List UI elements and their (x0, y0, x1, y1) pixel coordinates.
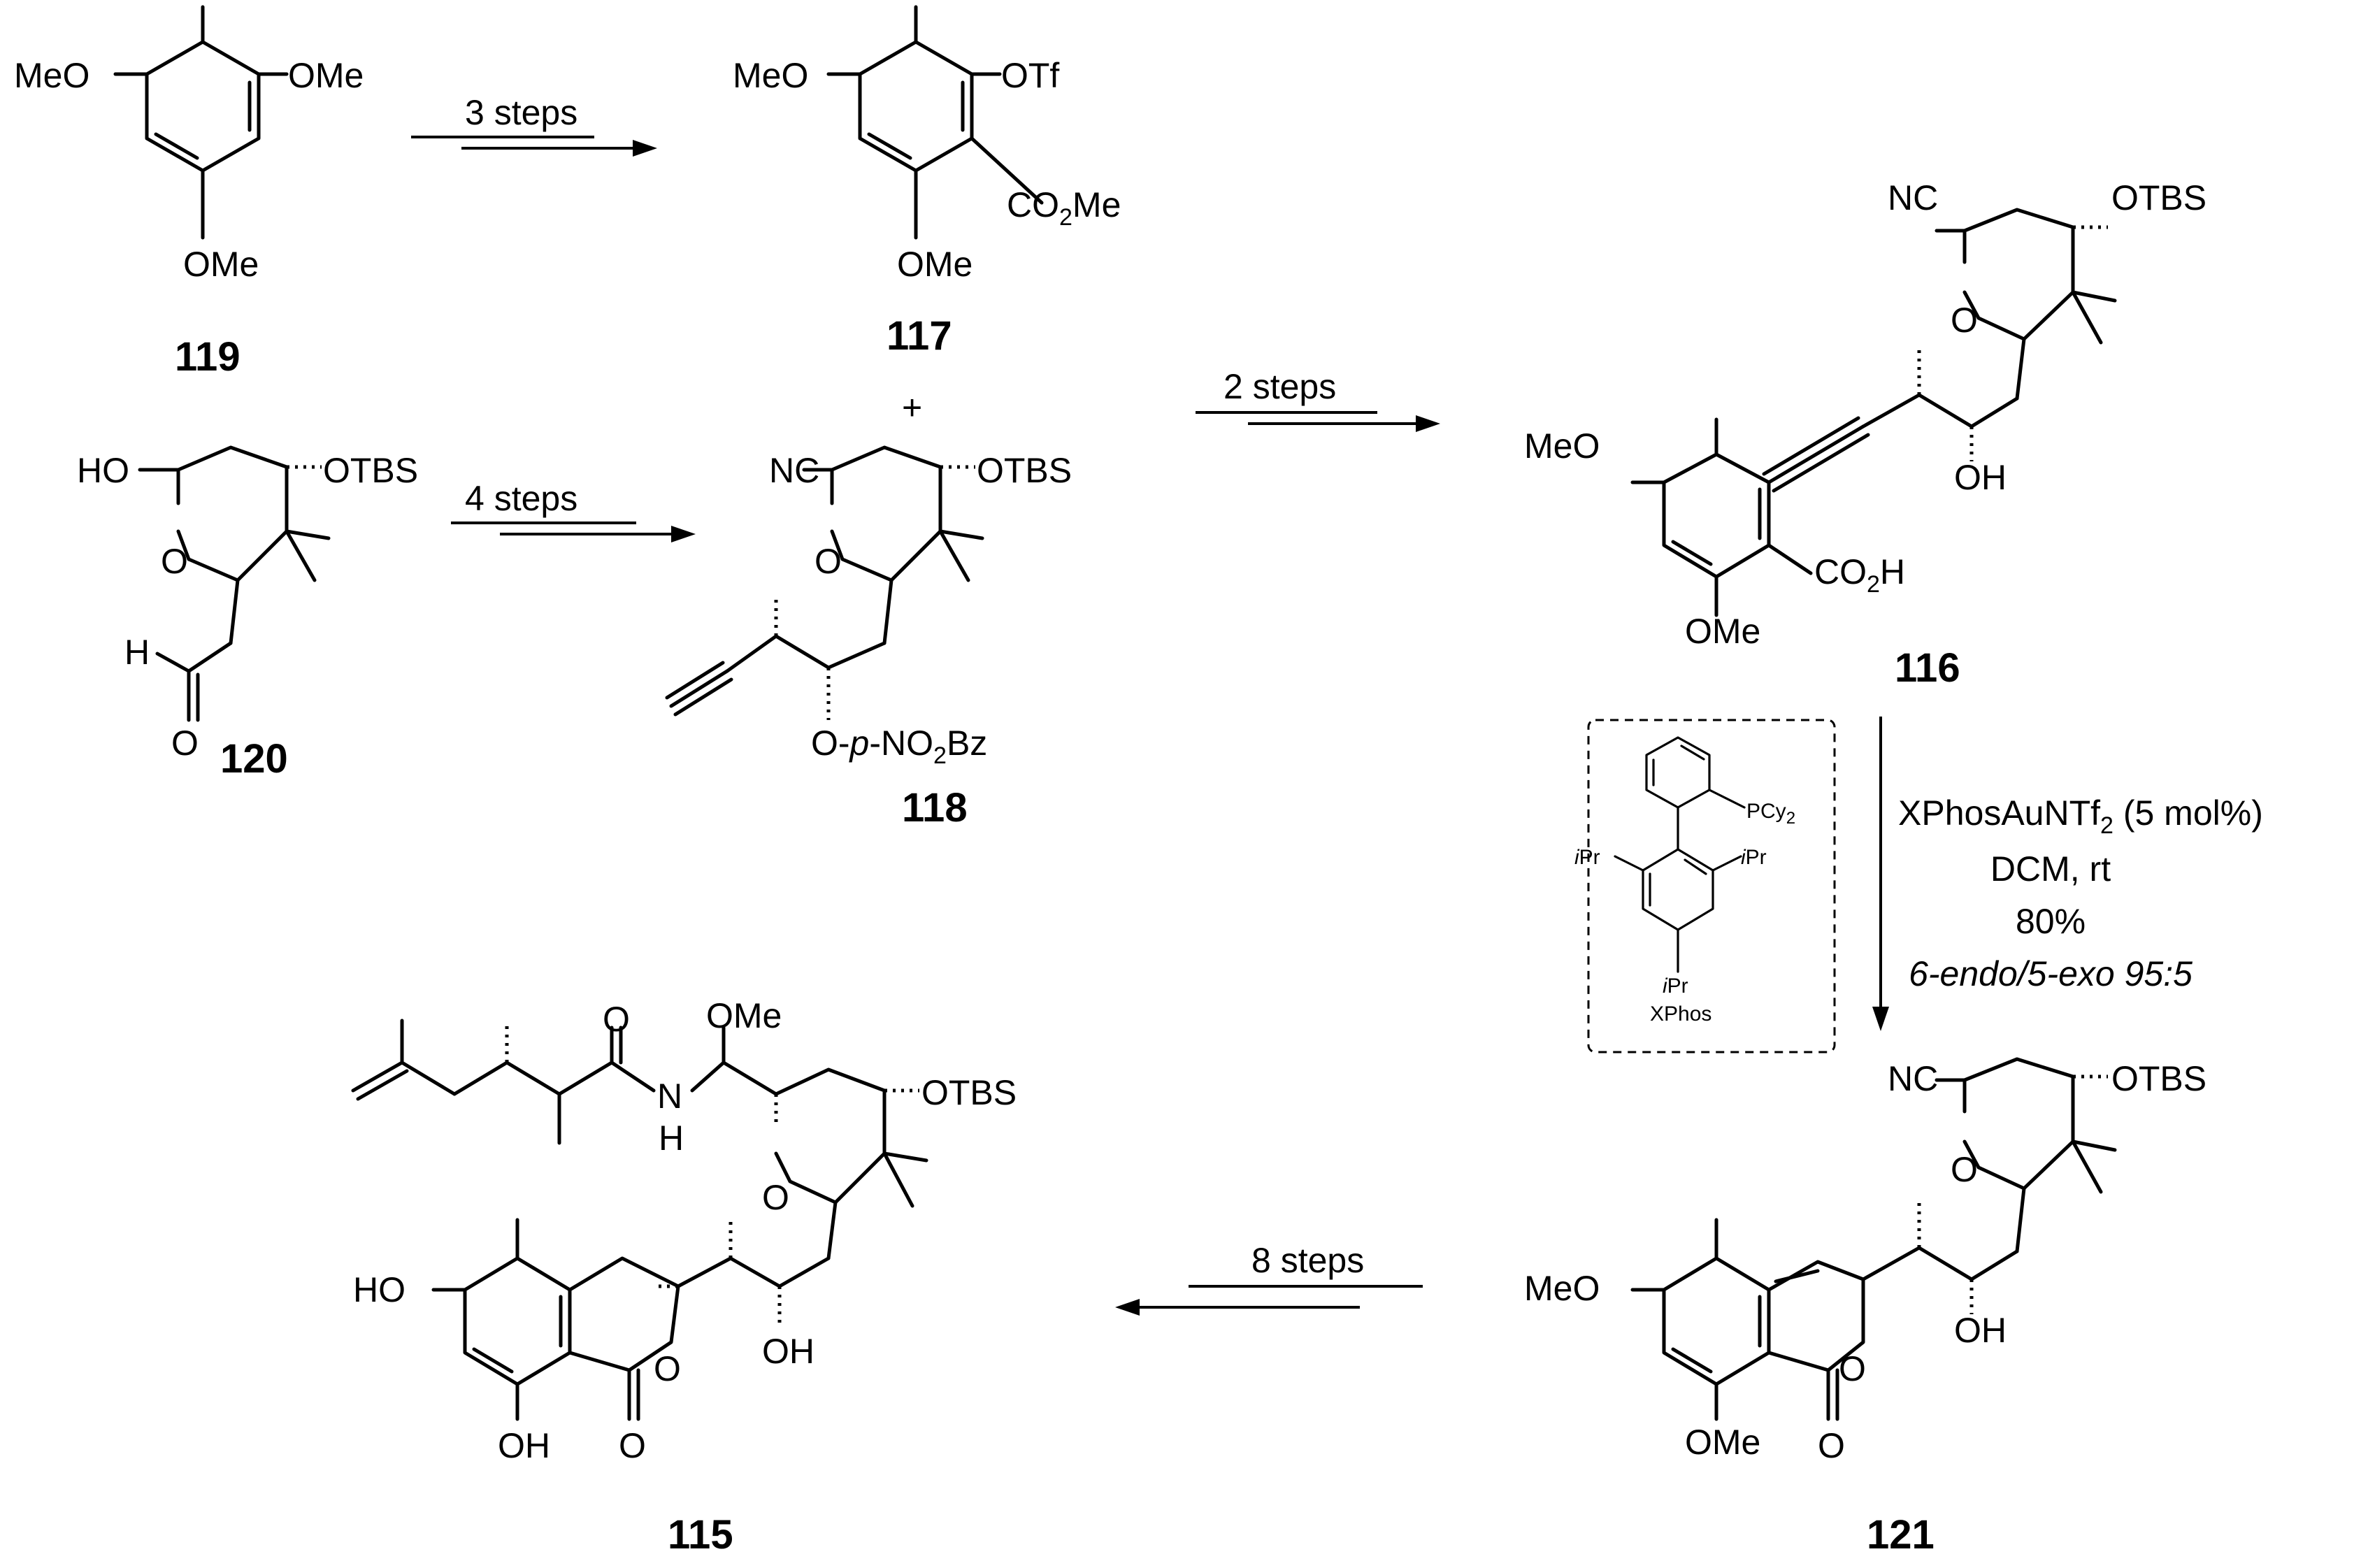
label-ipr-bottom: iPr (1663, 974, 1688, 998)
condition-yield: 80% (2016, 902, 2086, 941)
label-carbonyl-o: O (619, 1426, 646, 1465)
label-lactone-o: O (1839, 1349, 1866, 1388)
arrow-to-116: 2 steps (1196, 367, 1440, 432)
label-ome: OMe (897, 245, 973, 284)
compound-number-117: 117 (887, 313, 952, 359)
xphos-dashed-box (1587, 719, 1836, 1053)
label-otf: OTf (1001, 56, 1059, 95)
condition-4-steps: 4 steps (465, 479, 577, 518)
label-carbonyl-o: O (1818, 1426, 1845, 1465)
label-ring-o: O (762, 1178, 789, 1217)
label-meo: MeO (14, 56, 89, 95)
arrow-116-to-121: XPhosAuNTf2 (5 mol%) DCM, rt 80% 6-endo/… (1872, 717, 2263, 1031)
label-co2h: CO2H (1814, 552, 1905, 598)
label-ho: HO (77, 451, 129, 490)
label-ring-o: O (814, 542, 842, 581)
label-otbs: OTBS (2111, 1059, 2206, 1098)
label-ome: OMe (1685, 612, 1760, 651)
compound-number-115: 115 (668, 1512, 733, 1558)
condition-2-steps: 2 steps (1223, 367, 1336, 406)
label-o-pnbz: O-p-NO2Bz (811, 724, 987, 769)
condition-8-steps: 8 steps (1251, 1241, 1364, 1280)
label-ipr-right: iPr (1741, 846, 1767, 869)
label-o: O (171, 724, 199, 763)
label-otbs: OTBS (2111, 178, 2206, 217)
label-ome: OMe (288, 56, 364, 95)
label-ho: HO (353, 1270, 406, 1309)
xphos-ligand-box: PCy2 iPr iPr iPr XPhos (1574, 719, 1836, 1053)
label-pcy2: PCy2 (1746, 800, 1795, 828)
compound-number-118: 118 (902, 785, 968, 830)
label-oh: OH (762, 1332, 814, 1371)
label-ring-o: O (1951, 301, 1978, 340)
condition-3-steps: 3 steps (465, 93, 577, 132)
label-oh: OH (498, 1426, 550, 1465)
compound-number-121: 121 (1867, 1512, 1935, 1558)
label-oh: OH (1954, 458, 2007, 497)
label-amide-o: O (603, 1000, 630, 1039)
label-ring-o: O (161, 542, 188, 581)
label-ome: OMe (183, 245, 259, 284)
label-oh: OH (1954, 1311, 2007, 1350)
arrow-119-to-117: 3 steps (411, 93, 657, 157)
compound-number-120: 120 (220, 736, 288, 782)
label-lactone-o: O (654, 1349, 681, 1388)
label-h: H (124, 633, 150, 672)
label-ring-o: O (1951, 1150, 1978, 1189)
condition-catalyst: XPhosAuNTf2 (5 mol%) (1898, 793, 2263, 839)
label-ome: OMe (706, 996, 782, 1035)
label-nh-h: H (659, 1119, 684, 1158)
label-nc: NC (769, 451, 819, 490)
plus-sign: + (902, 388, 922, 427)
compound-120-structure: HO OTBS O H O 120 (77, 445, 418, 782)
condition-solvent: DCM, rt (1990, 849, 2111, 889)
compound-121-structure: NC OTBS O OH MeO O OMe O 121 (1524, 1057, 2206, 1558)
compound-117-structure: MeO OTf CO2Me OMe 117 (733, 5, 1121, 359)
label-ipr-left: iPr (1574, 846, 1600, 869)
compound-number-116: 116 (1895, 645, 1960, 691)
label-otbs: OTBS (323, 451, 418, 490)
compound-119-structure: MeO OMe OMe 119 (14, 5, 364, 380)
label-xphos: XPhos (1650, 1002, 1711, 1026)
condition-selectivity: 6-endo/5-exo 95:5 (1909, 954, 2193, 993)
label-otbs: OTBS (977, 451, 1072, 490)
label-co2me: CO2Me (1007, 185, 1121, 231)
label-nc: NC (1888, 178, 1938, 217)
compound-118-structure: NC OTBS O O-p-NO2Bz 118 (665, 445, 1072, 830)
label-n: N (657, 1077, 682, 1116)
label-ome: OMe (1685, 1423, 1760, 1462)
label-meo: MeO (1524, 1269, 1600, 1308)
label-meo: MeO (1524, 426, 1600, 466)
arrow-120-to-118: 4 steps (451, 479, 696, 542)
compound-number-119: 119 (175, 334, 241, 380)
label-meo: MeO (733, 56, 808, 95)
arrow-121-to-115: 8 steps (1115, 1241, 1423, 1316)
label-otbs: OTBS (921, 1073, 1017, 1112)
compound-115-structure: O OMe N H OTBS O OH HO O OH O 115 (351, 996, 1017, 1558)
compound-116-structure: NC OTBS O OH MeO CO2H OMe 116 (1524, 178, 2206, 691)
label-nc: NC (1888, 1059, 1938, 1098)
